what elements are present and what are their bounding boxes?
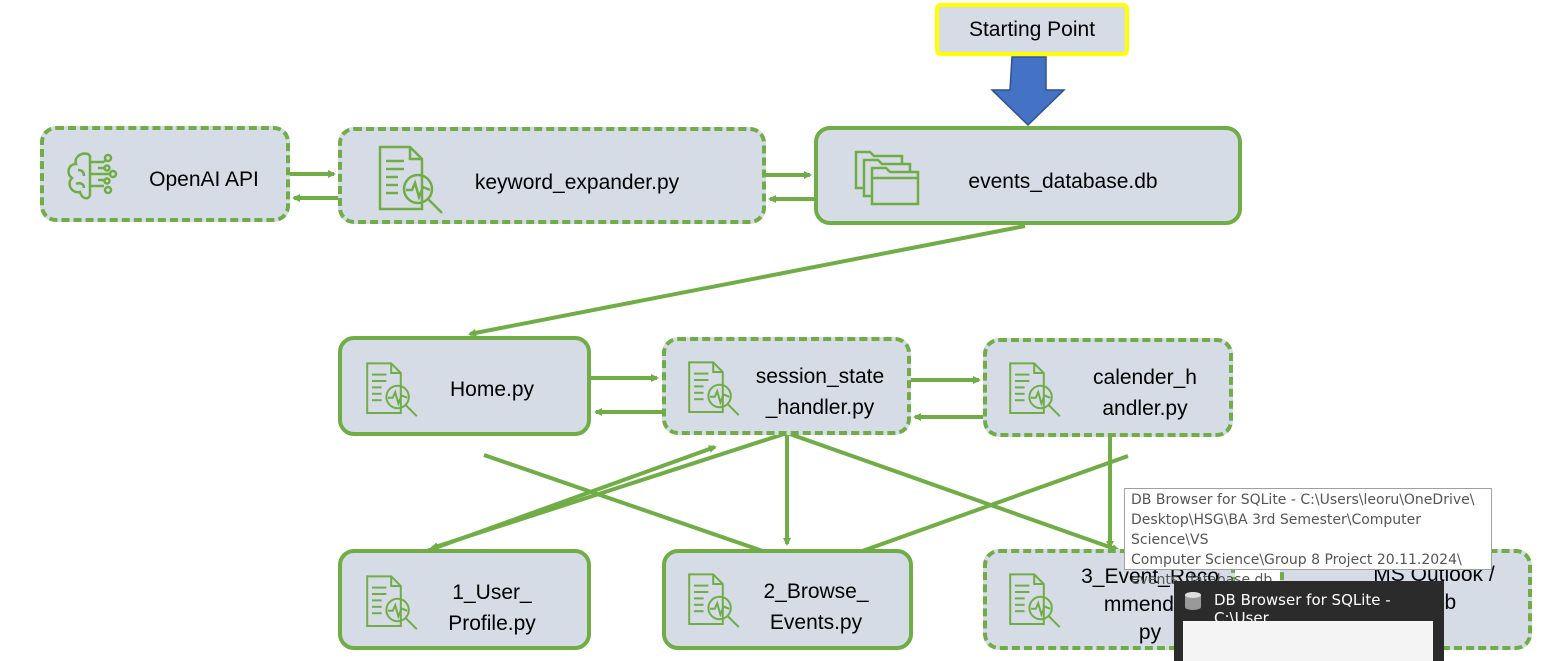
node-user-profile-label: 1_User_ Profile.py bbox=[448, 581, 536, 635]
starting-point: Starting Point bbox=[935, 3, 1129, 56]
node-browse-label: 2_Browse_ Events.py bbox=[763, 580, 869, 634]
document-search-icon bbox=[378, 145, 443, 214]
taskbar-thumbnail[interactable]: DB Browser for SQLite - C:\User... bbox=[1174, 581, 1444, 661]
node-keyword-expander: keyword_expander.py bbox=[338, 127, 766, 224]
node-calender-handler: calender_h andler.py bbox=[983, 338, 1233, 437]
node-home-label: Home.py bbox=[449, 378, 535, 401]
arrow-profile-to-session bbox=[423, 445, 717, 554]
node-events-database: events_database.db bbox=[814, 126, 1242, 225]
document-search-icon bbox=[1009, 573, 1061, 628]
arrow-session-to-recommend bbox=[786, 431, 1120, 552]
document-search-icon bbox=[366, 362, 418, 417]
starting-point-label: Starting Point bbox=[968, 17, 1096, 41]
document-search-icon bbox=[688, 573, 740, 628]
node-openai-label: OpenAI API bbox=[149, 168, 259, 191]
node-keyword-label: keyword_expander.py bbox=[474, 171, 680, 194]
node-calender-label: calender_h andler.py bbox=[1093, 366, 1197, 420]
window-path-tooltip: DB Browser for SQLite - C:\Users\leoru\O… bbox=[1124, 488, 1492, 588]
document-search-icon bbox=[1009, 362, 1061, 417]
start-down-arrow bbox=[990, 56, 1066, 127]
arrow-db-to-home bbox=[468, 224, 1026, 337]
window-preview bbox=[1183, 621, 1433, 661]
node-events-db-label: events_database.db bbox=[968, 170, 1158, 193]
node-user-profile: 1_User_ Profile.py bbox=[338, 549, 591, 650]
folders-icon bbox=[854, 150, 920, 206]
document-search-icon bbox=[366, 575, 418, 630]
document-search-icon bbox=[688, 361, 740, 416]
ai-brain-icon bbox=[67, 152, 118, 200]
node-browse-events: 2_Browse_ Events.py bbox=[662, 549, 913, 650]
node-openai-api: OpenAI API bbox=[40, 126, 290, 222]
node-session-state-handler: session_state _handler.py bbox=[662, 337, 911, 435]
database-icon bbox=[1185, 592, 1201, 610]
node-session-label: session_state _handler.py bbox=[755, 365, 885, 419]
node-home: Home.py bbox=[338, 336, 591, 436]
